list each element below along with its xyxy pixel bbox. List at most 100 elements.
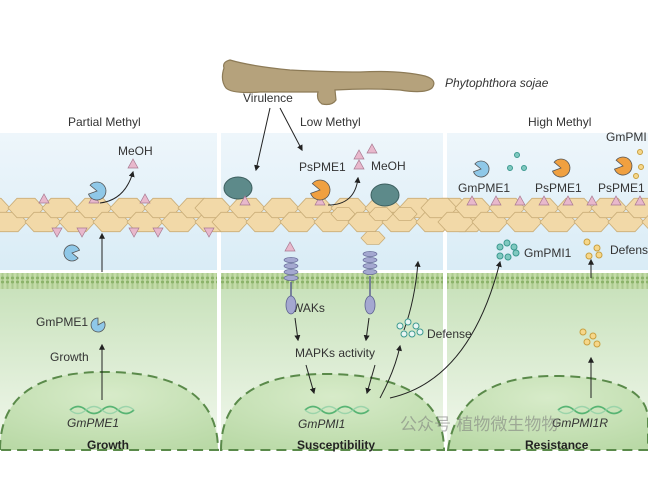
pgs-enzyme-icon bbox=[370, 183, 400, 207]
defense-molecule-icon bbox=[583, 338, 591, 346]
methyl-group-icon bbox=[466, 195, 478, 206]
defense-molecule-icon bbox=[585, 252, 593, 260]
cell-wall bbox=[0, 197, 648, 233]
receptor-domain bbox=[362, 269, 378, 275]
gmpmi1-molecule-icon bbox=[521, 165, 527, 171]
panel-partial: MeOH GmPME1 Growth GmPME1 Growth bbox=[36, 144, 153, 452]
meoh-arrow bbox=[327, 176, 361, 206]
arrow-to-defense bbox=[379, 344, 402, 399]
panel-title-low: Low Methyl bbox=[300, 115, 361, 129]
receptor-domain bbox=[283, 275, 299, 281]
panel-divider-2 bbox=[443, 133, 447, 450]
methyl-group-icon bbox=[203, 227, 215, 238]
gmpmi1-molecule-icon bbox=[514, 152, 520, 158]
gene-label: GmPMI1R bbox=[552, 416, 608, 430]
pspme1-enzyme-icon bbox=[613, 156, 633, 176]
pspme1-label-2: PsPME1 bbox=[598, 181, 645, 195]
nucleus-high bbox=[446, 374, 648, 451]
methyl-group-icon bbox=[366, 143, 378, 154]
receptor-domain bbox=[362, 263, 378, 269]
growth-arrow-label: Growth bbox=[50, 350, 89, 364]
gmpmi1-molecule-icon bbox=[496, 252, 504, 260]
methyl-group-icon bbox=[38, 193, 50, 204]
gene-label: GmPMI1 bbox=[298, 417, 345, 431]
mapks-label: MAPKs activity bbox=[295, 346, 375, 360]
defense-molecule-icon bbox=[638, 164, 644, 170]
defense-molecule-icon bbox=[593, 340, 601, 348]
meoh-label: MeOH bbox=[371, 159, 406, 173]
outcome-label: Resistance bbox=[525, 438, 589, 452]
panel-high: GmPME1 PsPME1 PsPME1 GmPMI GmPMI1 Defens… bbox=[458, 130, 648, 452]
organism-name: Phytophthora sojae bbox=[445, 76, 549, 90]
defense-molecule-icon bbox=[408, 330, 416, 338]
pspme1-enzyme-icon bbox=[310, 179, 331, 201]
pspme1-label: PsPME1 bbox=[299, 160, 346, 174]
methyl-group-icon bbox=[562, 195, 574, 206]
receptor-domain bbox=[362, 251, 378, 257]
methyl-group-icon bbox=[128, 227, 140, 238]
receptor-domain bbox=[283, 257, 299, 263]
virulence-arrow-pgs bbox=[254, 107, 271, 172]
virulence-arrow-pspme1 bbox=[279, 107, 303, 152]
methyl-group-icon bbox=[610, 195, 622, 206]
watermark: 公众号 植物微生物物 bbox=[400, 415, 558, 435]
receptor-domain bbox=[283, 269, 299, 275]
ogs-fragment bbox=[360, 231, 386, 245]
methyl-group-icon bbox=[514, 195, 526, 206]
dna-helix-icon bbox=[557, 405, 623, 415]
defense-molecule-icon bbox=[589, 332, 597, 340]
gmpmi1-molecule-icon bbox=[512, 249, 520, 257]
methyl-group-icon bbox=[314, 195, 326, 206]
methyl-group-icon bbox=[239, 195, 251, 206]
gmpme1-label: GmPME1 bbox=[458, 181, 510, 195]
pgs-enzyme-icon bbox=[223, 176, 253, 200]
defense-molecule-icon bbox=[579, 328, 587, 336]
gmpmi1-molecule-icon bbox=[507, 165, 513, 171]
defense-molecule-icon bbox=[416, 328, 424, 336]
defense-molecule-icon bbox=[404, 318, 412, 326]
plasma-membrane bbox=[0, 273, 648, 289]
methyl-group-icon bbox=[76, 227, 88, 238]
arrow-gmpmi1-to-high bbox=[389, 260, 502, 399]
hypha-shape bbox=[221, 59, 435, 106]
nuclei bbox=[0, 370, 648, 451]
methyl-group-icon bbox=[139, 193, 151, 204]
gmpmi1-molecule-icon bbox=[496, 243, 504, 251]
gmpme1-enzyme-icon bbox=[87, 181, 107, 201]
meoh-label: MeOH bbox=[118, 144, 153, 158]
methyl-group-icon bbox=[634, 195, 646, 206]
defense-molecule-icon bbox=[637, 149, 643, 155]
defense-molecule-icon bbox=[593, 244, 601, 252]
defense-label: Defense bbox=[610, 243, 648, 257]
gmpmi-label-top: GmPMI bbox=[606, 130, 647, 144]
methyl-group-icon bbox=[538, 195, 550, 206]
pspme1-label-1: PsPME1 bbox=[535, 181, 582, 195]
methyl-group-icon bbox=[51, 227, 63, 238]
methyl-group-icon bbox=[353, 149, 365, 160]
virulence-label: Virulence bbox=[243, 91, 293, 105]
arrow-mapks-to-nucleus-2 bbox=[365, 364, 376, 395]
gene-label: GmPME1 bbox=[67, 416, 119, 430]
defense-molecule-icon bbox=[396, 322, 404, 330]
panel-title-high: High Methyl bbox=[528, 115, 591, 129]
panel-title-partial: Partial Methyl bbox=[68, 115, 141, 129]
molecule-glyphs bbox=[38, 143, 646, 415]
arrow-waks-to-mapks bbox=[363, 317, 370, 342]
ogs-fragment bbox=[392, 207, 418, 221]
enzyme-label: GmPME1 bbox=[36, 315, 88, 329]
pectin-unit bbox=[641, 214, 648, 230]
methyl-group-icon bbox=[284, 241, 296, 252]
defense-molecule-icon bbox=[583, 238, 591, 246]
arrow-mapks-to-nucleus-1 bbox=[305, 364, 316, 395]
methyl-group-icon bbox=[586, 195, 598, 206]
pspme1-enzyme-icon bbox=[551, 158, 571, 178]
unknown-receptor-icon bbox=[285, 295, 297, 315]
methyl-group-icon bbox=[490, 195, 502, 206]
gmpme1-enzyme-icon bbox=[90, 317, 106, 333]
ogs-fragment bbox=[330, 207, 356, 221]
dna-helix-icon bbox=[304, 405, 370, 415]
outcome-label: Growth bbox=[87, 438, 129, 452]
arrow-unknown-to-mapks bbox=[294, 317, 301, 342]
defense-molecule-icon bbox=[400, 330, 408, 338]
